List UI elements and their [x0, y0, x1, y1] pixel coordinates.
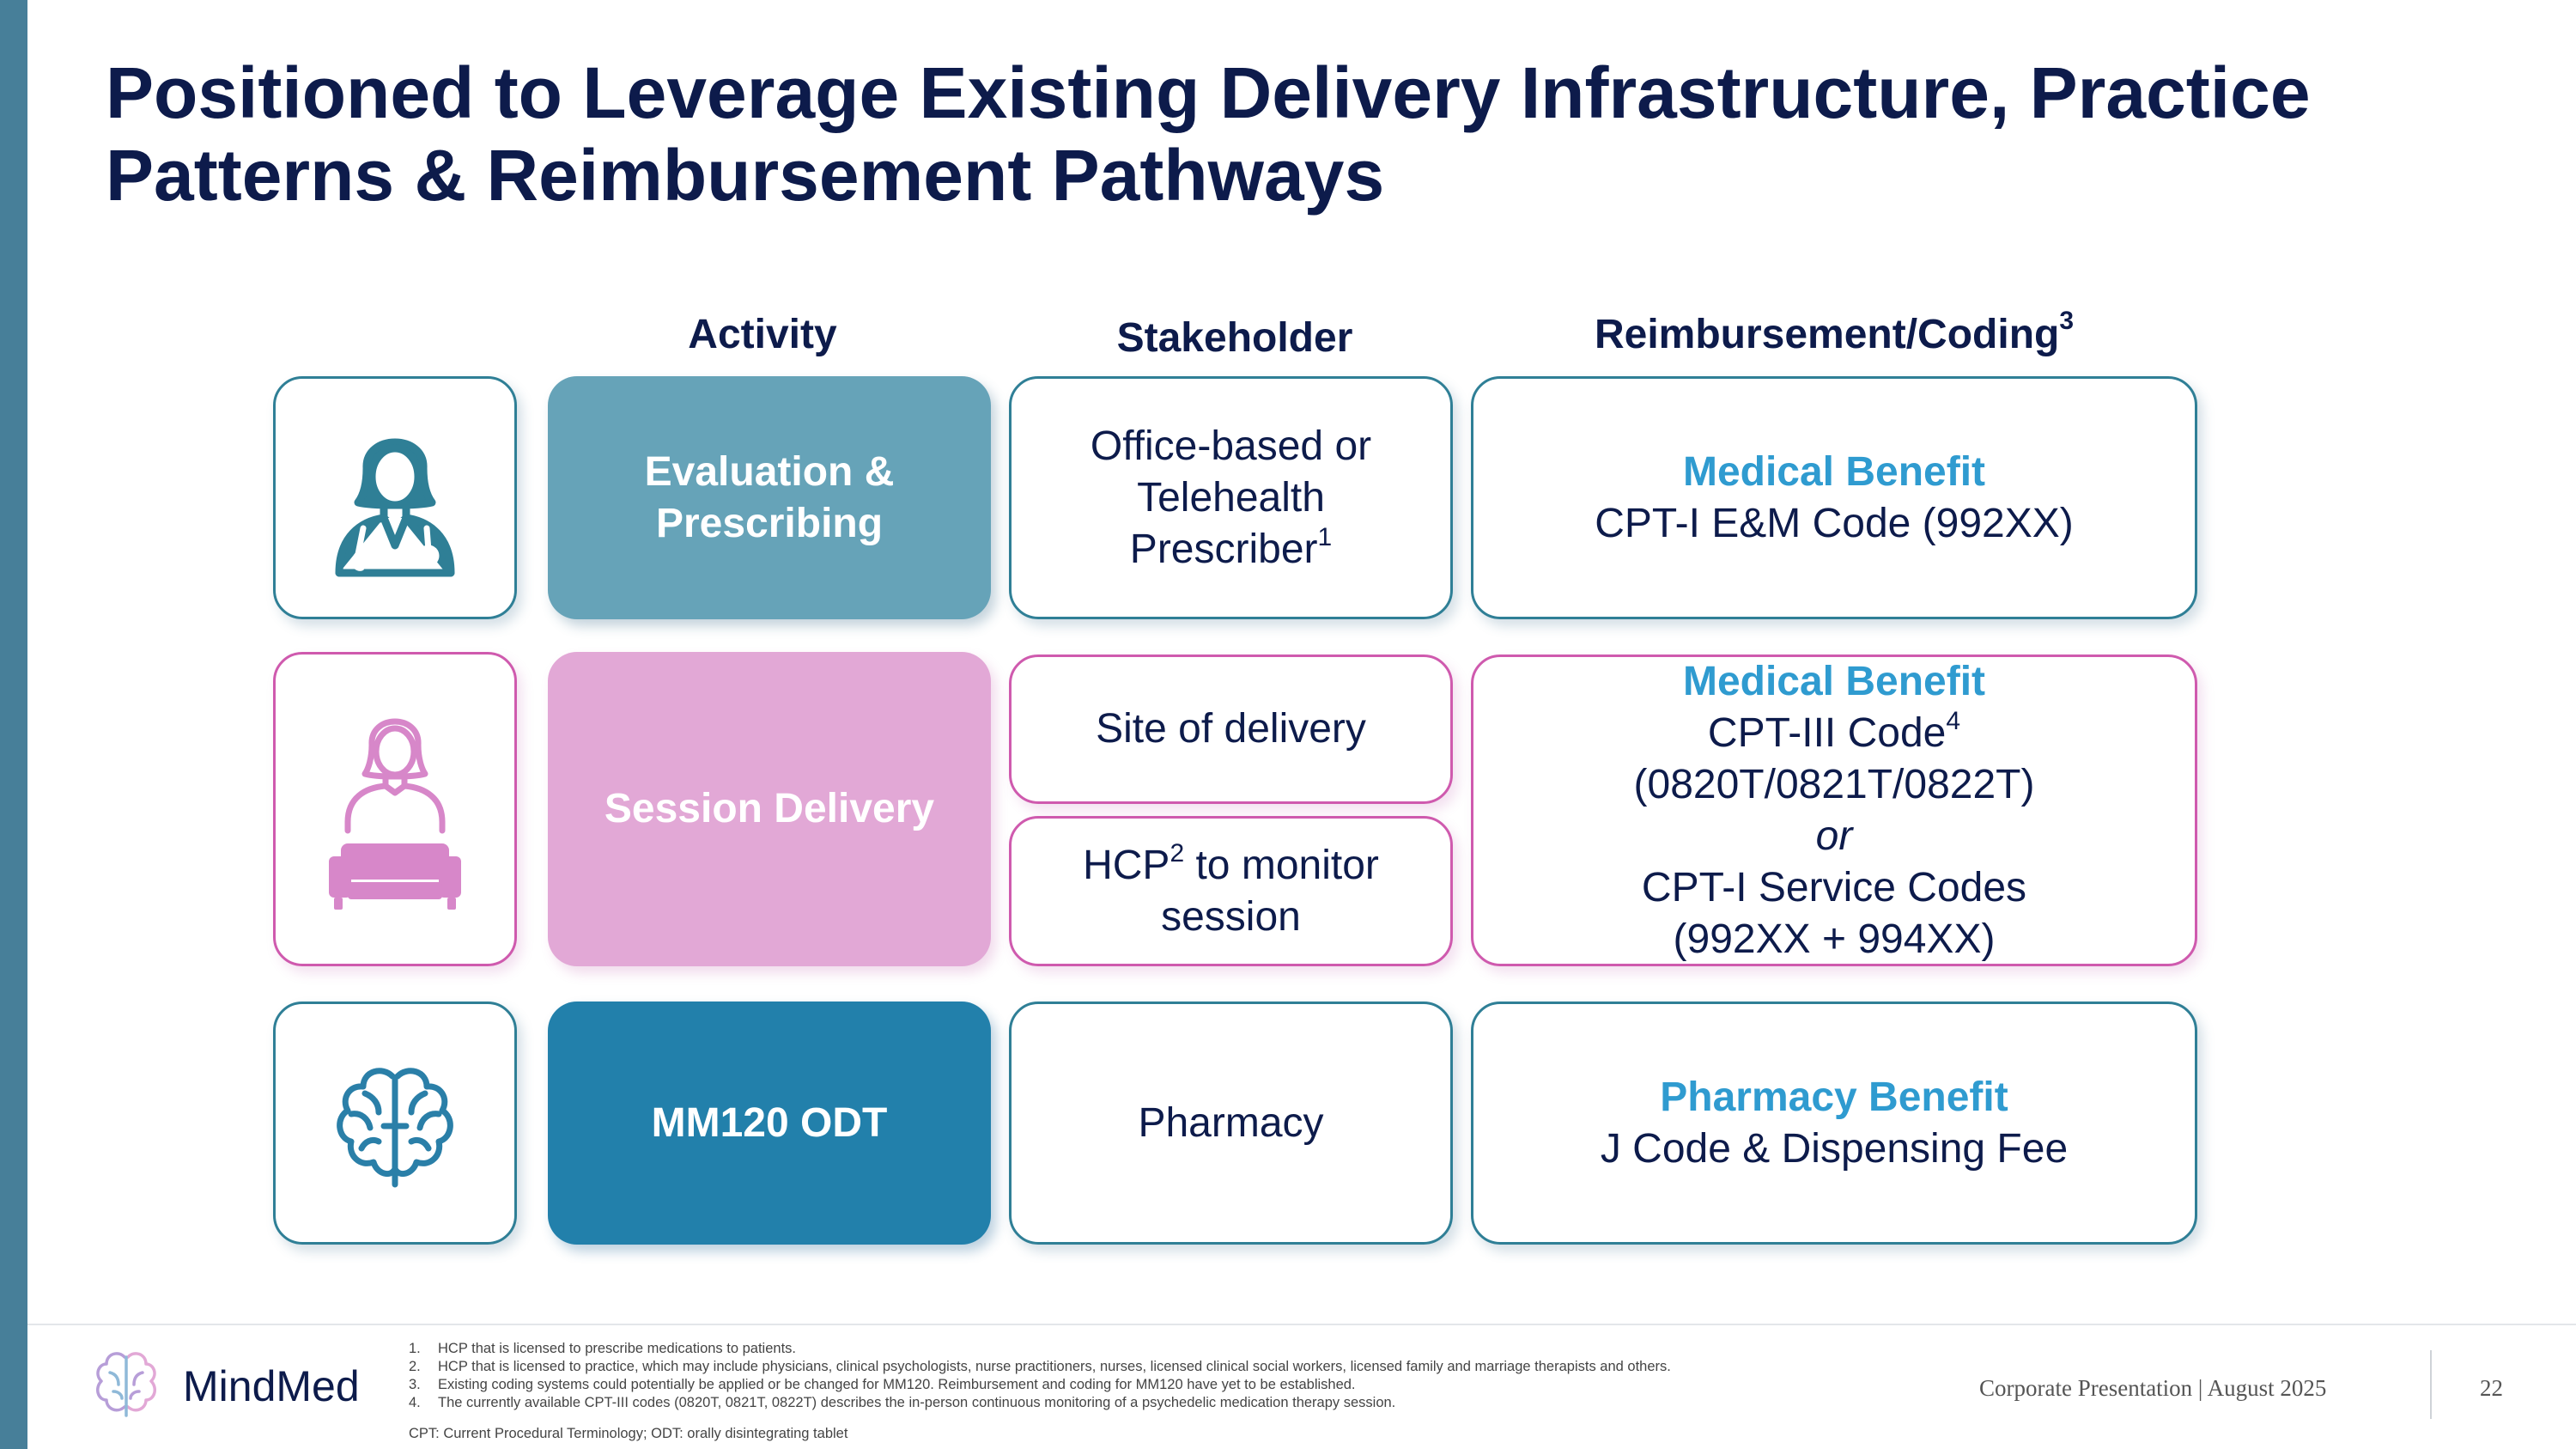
reimbursement-drug: Pharmacy Benefit J Code & Dispensing Fee: [1471, 1002, 2197, 1245]
footnotes: 1.HCP that is licensed to prescribe medi…: [409, 1340, 2040, 1412]
benefit-label: Medical Benefit: [1682, 448, 1986, 495]
page-number: 22: [2480, 1375, 2503, 1401]
left-accent-bar: [0, 0, 27, 1449]
column-header-reimbursement: Reimbursement/Coding3: [1594, 307, 2075, 358]
row-drug-icon-box: [273, 1002, 517, 1245]
patient-on-couch-icon: [329, 718, 461, 910]
brain-icon: [337, 1067, 453, 1187]
stakeholder-hcp-monitor: HCP2 to monitor session: [1009, 816, 1453, 966]
row-session-icon-box: [273, 652, 517, 966]
mindmed-logo-text: MindMed: [183, 1362, 360, 1410]
footer-vertical-divider: [2430, 1350, 2432, 1419]
column-header-stakeholder: Stakeholder: [1116, 315, 1353, 361]
code-label: J Code & Dispensing Fee: [1600, 1125, 2069, 1172]
footnote-2: 2.HCP that is licensed to practice, whic…: [409, 1359, 1671, 1374]
activity-evaluation-prescribing: Evaluation & Prescribing: [548, 376, 991, 619]
activity-session-delivery: Session Delivery: [548, 652, 991, 966]
column-header-activity: Activity: [688, 312, 837, 357]
abbreviations-note: CPT: Current Procedural Terminology; ODT…: [409, 1426, 848, 1441]
benefit-label: Pharmacy Benefit: [1660, 1074, 2008, 1120]
stakeholder-site-of-delivery: Site of delivery: [1009, 654, 1453, 804]
stakeholder-prescriber: Office-based or Telehealth Prescriber1: [1009, 376, 1453, 619]
stakeholder-pharmacy: Pharmacy: [1009, 1002, 1453, 1245]
row-evaluation-icon-box: [273, 376, 517, 619]
code-label: CPT-I E&M Code (992XX): [1595, 500, 2074, 546]
presentation-label: Corporate Presentation | August 2025: [1979, 1375, 2327, 1401]
mindmed-logo-icon: [96, 1352, 156, 1417]
activity-mm120-odt: MM120 ODT: [548, 1002, 991, 1245]
doctor-icon: [335, 438, 455, 576]
footnote-4: 4.The currently available CPT-III codes …: [409, 1395, 1396, 1410]
footnote-1: 1.HCP that is licensed to prescribe medi…: [409, 1341, 796, 1356]
footnote-3: 3.Existing coding systems could potentia…: [409, 1377, 1356, 1392]
reimbursement-evaluation: Medical Benefit CPT-I E&M Code (992XX): [1471, 376, 2197, 619]
benefit-label: Medical Benefit: [1682, 658, 1986, 704]
footer-divider: [27, 1324, 2576, 1325]
slide-title: Positioned to Leverage Existing Delivery…: [106, 52, 2311, 216]
reimbursement-session: Medical Benefit CPT-III Code4 (0820T/082…: [1471, 654, 2197, 966]
